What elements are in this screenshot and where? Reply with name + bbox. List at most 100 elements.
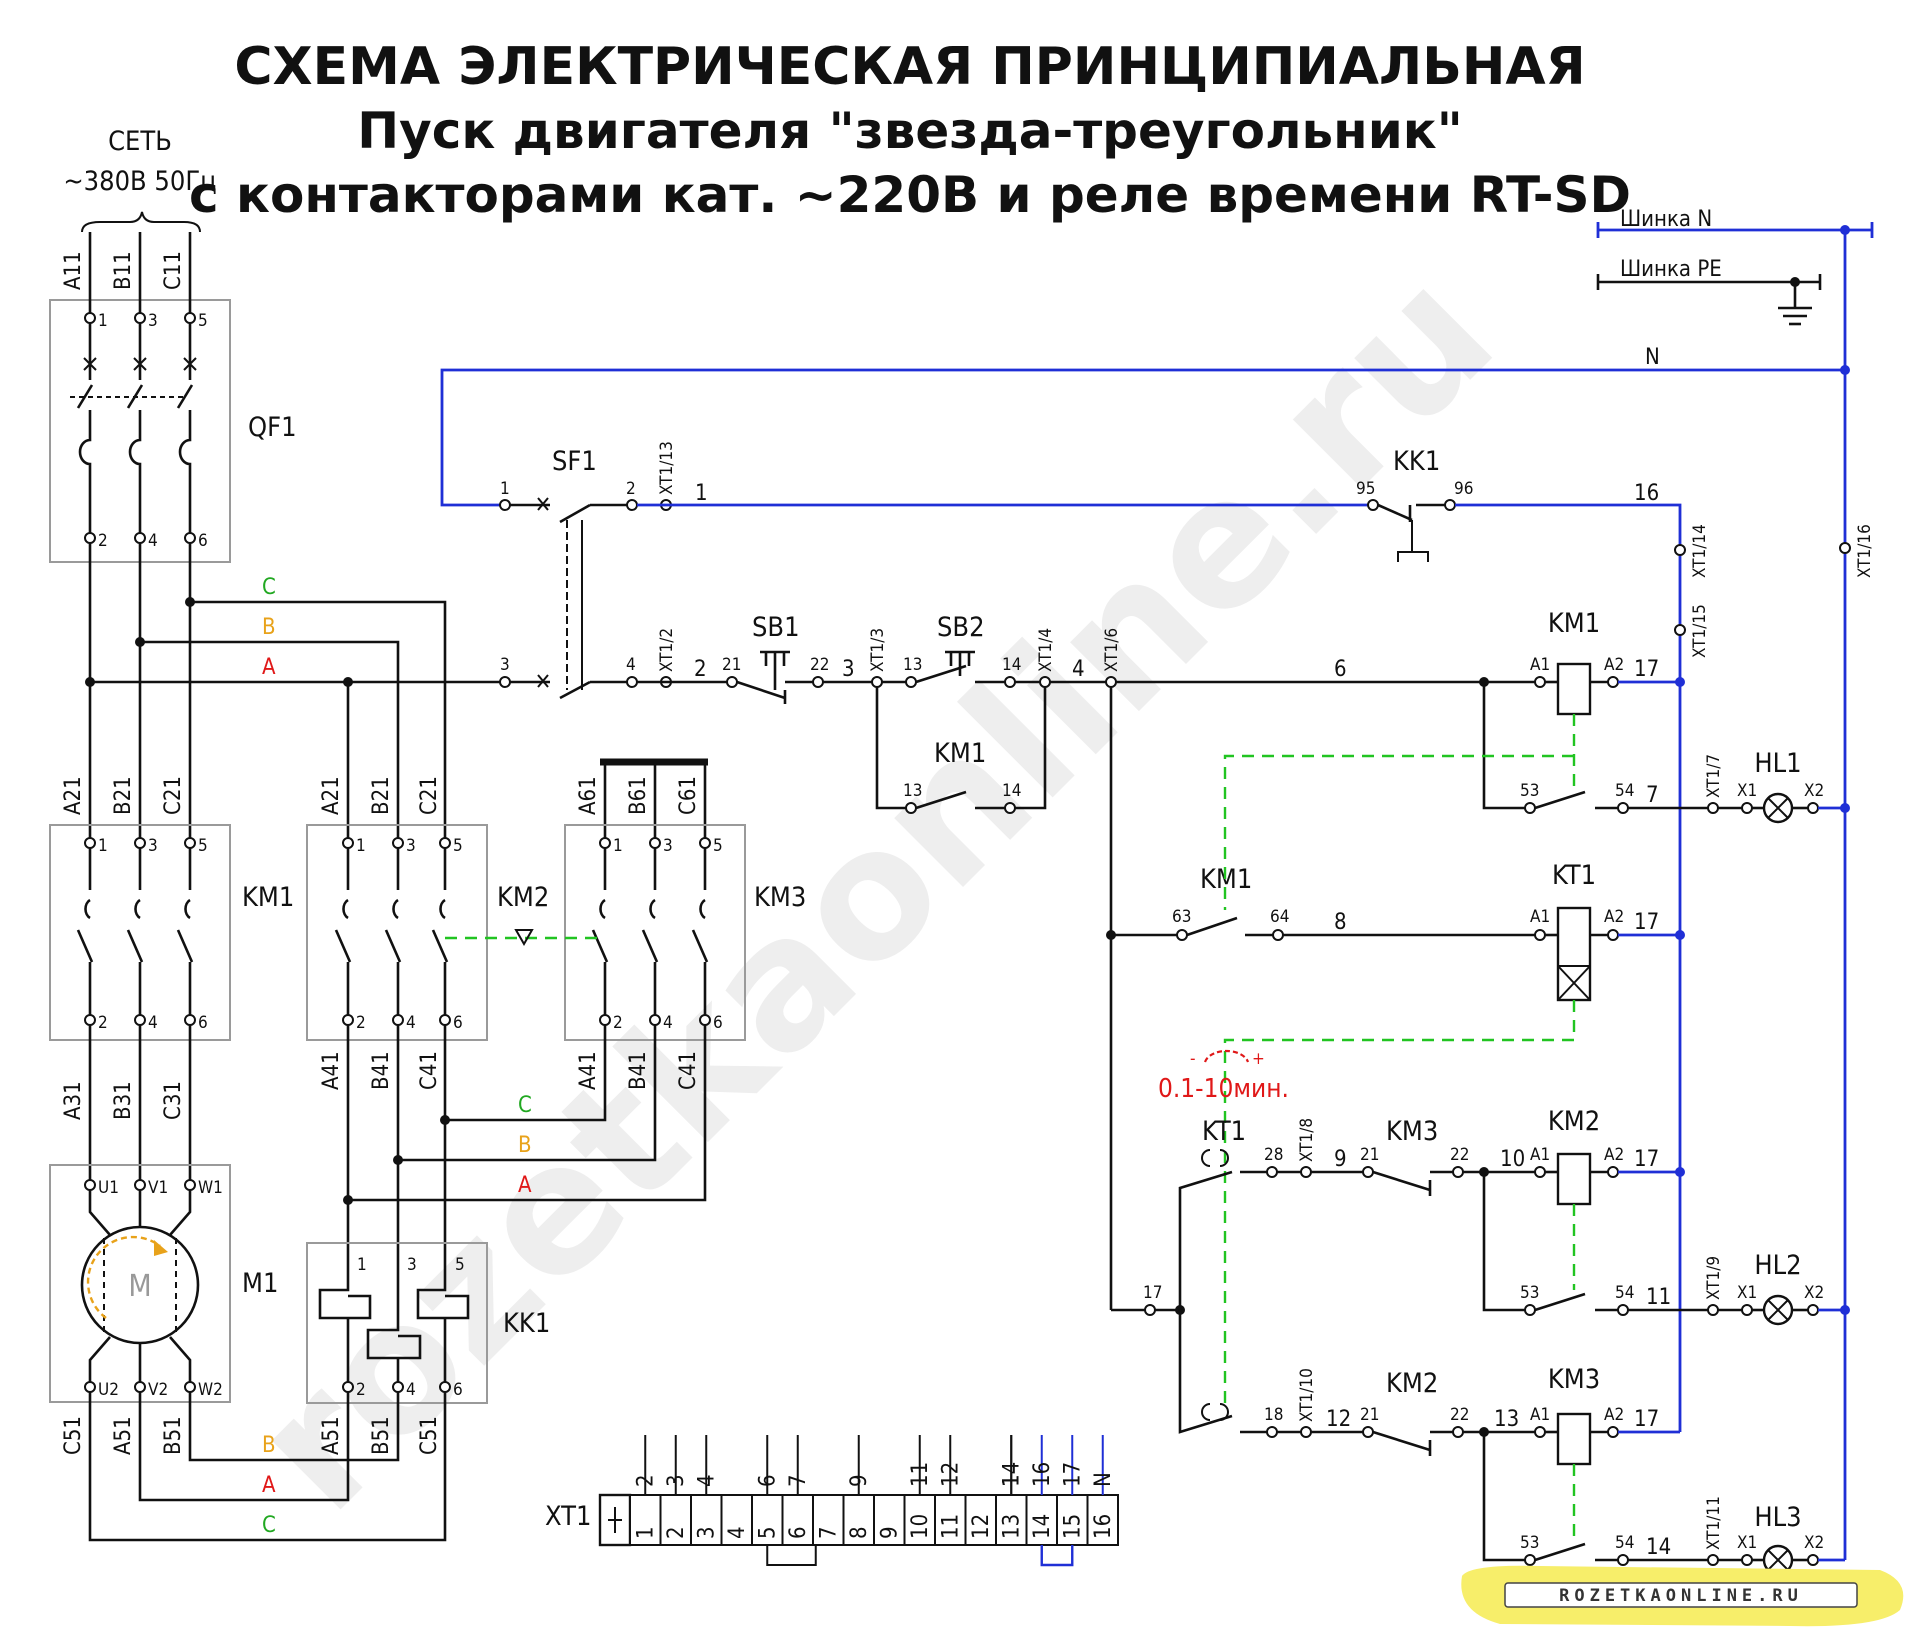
terminal-wire-label: 6: [755, 1474, 780, 1487]
km1-hold-label: KM1: [934, 738, 986, 769]
svg-text:X1: X1: [1737, 781, 1757, 801]
svg-text:17: 17: [1634, 1147, 1659, 1172]
kt1-coil: [1556, 906, 1592, 1002]
qf1-contacts: 1 3 5 2 4 6: [70, 232, 208, 551]
terminal-wire-label: 12: [938, 1462, 963, 1487]
terminal-wire-label: 7: [786, 1474, 811, 1487]
terminal-cell-number: 3: [694, 1526, 719, 1539]
svg-text:A41: A41: [319, 1051, 344, 1090]
terminal-cell-number: 1: [633, 1526, 658, 1539]
svg-text:B21: B21: [369, 776, 394, 815]
svg-text:53: 53: [1520, 1283, 1539, 1303]
svg-text:1: 1: [613, 836, 623, 856]
svg-text:XT1/14: XT1/14: [1690, 524, 1710, 578]
timer-range: 0.1-10мин.: [1158, 1074, 1289, 1104]
svg-text:14: 14: [1002, 655, 1021, 675]
svg-text:V1: V1: [148, 1178, 168, 1198]
svg-text:X2: X2: [1804, 1283, 1824, 1303]
svg-text:XT1/11: XT1/11: [1704, 1496, 1724, 1550]
svg-text:A61: A61: [576, 776, 601, 815]
svg-text:4: 4: [663, 1013, 673, 1033]
svg-text:2: 2: [356, 1013, 366, 1033]
svg-text:B51: B51: [161, 1416, 186, 1455]
km2-coil-label: KM2: [1548, 1106, 1600, 1137]
svg-text:3: 3: [406, 836, 416, 856]
terminal-cell-number: 6: [786, 1526, 811, 1539]
svg-text:U1: U1: [98, 1178, 119, 1198]
svg-text:6: 6: [713, 1013, 723, 1033]
svg-text:3: 3: [663, 836, 673, 856]
terminal-cell: [720, 1494, 753, 1546]
qf1-label: QF1: [248, 412, 297, 443]
svg-text:B11: B11: [111, 251, 136, 290]
svg-text:4: 4: [406, 1013, 416, 1033]
svg-text:53: 53: [1520, 781, 1539, 801]
kt1-coil-label: KT1: [1552, 860, 1596, 891]
xt1-label: XT1: [545, 1501, 591, 1532]
svg-text:2: 2: [98, 531, 108, 551]
svg-text:3: 3: [500, 655, 510, 675]
svg-text:+: +: [1252, 1049, 1265, 1069]
svg-text:10: 10: [1500, 1147, 1525, 1172]
svg-text:11: 11: [1646, 1285, 1671, 1310]
motor-letter: M: [128, 1269, 151, 1304]
svg-text:X1: X1: [1737, 1533, 1757, 1553]
km3-label: KM3: [754, 882, 806, 913]
terminal-wire-label: 1: [999, 1474, 1024, 1487]
svg-text:6: 6: [198, 531, 208, 551]
svg-text:XT1/3: XT1/3: [868, 628, 888, 672]
svg-text:C11: C11: [161, 251, 186, 290]
svg-text:X2: X2: [1804, 781, 1824, 801]
terminal-cell-number: 15: [1060, 1514, 1085, 1539]
terminal-ground-icon: [608, 1507, 622, 1533]
svg-text:22: 22: [1450, 1145, 1469, 1165]
title-line-1: СХЕМА ЭЛЕКТРИЧЕСКАЯ ПРИНЦИПИАЛЬНАЯ: [234, 37, 1585, 97]
svg-text:B41: B41: [626, 1051, 651, 1090]
svg-text:C51: C51: [61, 1416, 86, 1455]
terminal-cell-number: 4: [725, 1526, 750, 1539]
svg-text:-: -: [1190, 1049, 1196, 1069]
phase-b-top: B: [262, 615, 276, 640]
svg-text:C31: C31: [161, 1081, 186, 1120]
svg-text:A41: A41: [576, 1051, 601, 1090]
terminal-cell-number: 12: [969, 1514, 994, 1539]
svg-text:W1: W1: [198, 1178, 223, 1198]
svg-text:6: 6: [453, 1380, 463, 1400]
svg-text:A: A: [518, 1173, 532, 1198]
hl1-lamp-icon: [1762, 792, 1794, 824]
motor-icon: [80, 1225, 200, 1345]
svg-text:3: 3: [407, 1255, 417, 1275]
svg-text:B41: B41: [369, 1051, 394, 1090]
svg-text:12: 12: [1326, 1407, 1351, 1432]
svg-text:17: 17: [1634, 1407, 1659, 1432]
terminal-wire-label: 2: [633, 1474, 658, 1487]
svg-text:C21: C21: [161, 776, 186, 815]
svg-text:1: 1: [695, 481, 708, 506]
terminal-cell: [995, 1494, 1028, 1546]
phase-a-top: A: [262, 655, 276, 680]
svg-text:1: 1: [500, 479, 510, 499]
site-badge-text: ROZETKAONLINE.RU: [1559, 1586, 1803, 1606]
network-voltage: ~380В 50Гц: [63, 166, 216, 197]
svg-text:7: 7: [1646, 783, 1659, 808]
svg-text:X1: X1: [1737, 1283, 1757, 1303]
svg-text:2: 2: [626, 479, 636, 499]
hl2-lamp-icon: [1762, 1294, 1794, 1326]
km2-nc-label: KM2: [1386, 1368, 1438, 1399]
svg-text:B: B: [518, 1133, 532, 1158]
terminal-cell-number: 2: [664, 1526, 689, 1539]
terminal-cell-number: 5: [755, 1526, 780, 1539]
svg-text:A: A: [262, 1473, 276, 1498]
svg-text:2: 2: [98, 1013, 108, 1033]
svg-text:U2: U2: [98, 1380, 119, 1400]
svg-text:A11: A11: [61, 251, 86, 290]
svg-text:3: 3: [842, 657, 855, 682]
title-line-3: с контакторами кат. ~220В и реле времени…: [189, 166, 1631, 224]
bus-n-label: Шинка N: [1620, 207, 1712, 232]
terminal-cell-number: 8: [847, 1526, 872, 1539]
svg-text:22: 22: [810, 655, 829, 675]
svg-text:4: 4: [1072, 657, 1085, 682]
sf1-label: SF1: [552, 446, 597, 477]
network-brace: [81, 211, 201, 233]
